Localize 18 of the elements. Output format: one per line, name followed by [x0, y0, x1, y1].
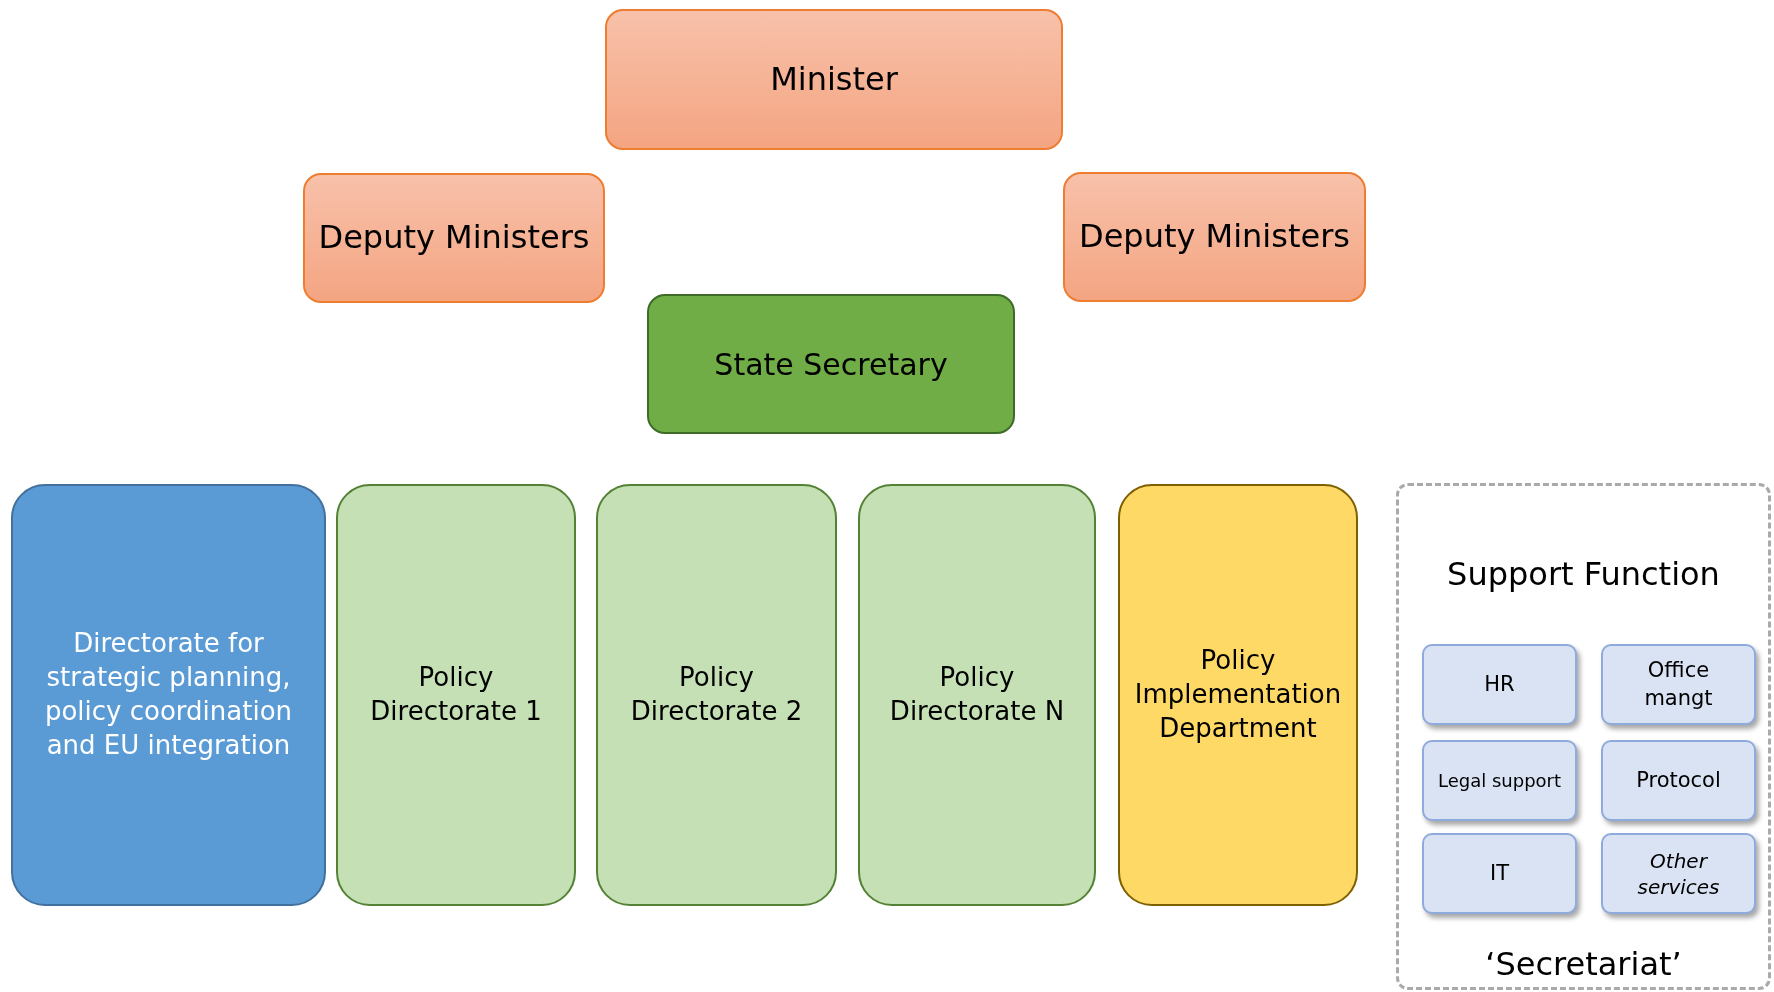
group-caption: ‘Secretariat’	[1484, 944, 1683, 985]
service-box: HR	[1422, 644, 1577, 725]
directorate-box: Policy Directorate 1	[336, 484, 576, 906]
service-box: Office mangt	[1601, 644, 1756, 725]
role-box: Deputy Ministers	[303, 173, 605, 303]
service-box: Protocol	[1601, 740, 1756, 821]
role-box: Deputy Ministers	[1063, 172, 1366, 302]
directorate-box: Policy Directorate N	[858, 484, 1096, 906]
service-box: Other services	[1601, 833, 1756, 914]
department-box: Policy Implementation Department	[1118, 484, 1358, 906]
support-group-box	[1396, 483, 1771, 990]
service-box: IT	[1422, 833, 1577, 914]
group-heading: Support Function	[1446, 554, 1721, 595]
role-box: Minister	[605, 9, 1063, 150]
directorate-box: Policy Directorate 2	[596, 484, 837, 906]
directorate-box: Directorate for strategic planning, policy coordination and EU integration	[11, 484, 326, 906]
service-box: Legal support	[1422, 740, 1577, 821]
role-box: State Secretary	[647, 294, 1015, 434]
